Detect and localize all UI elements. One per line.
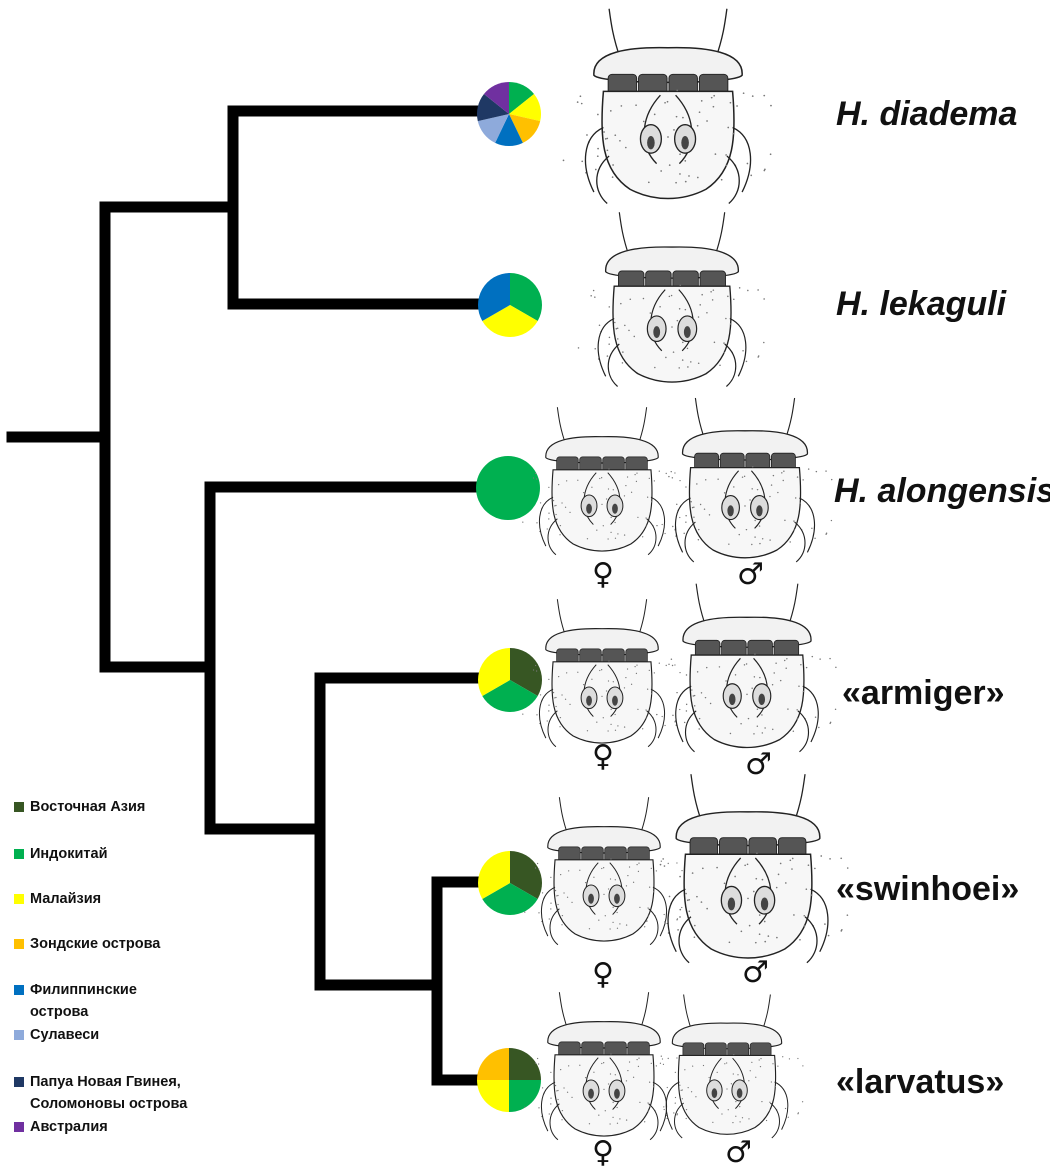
legend-swatch [14,802,24,812]
specimen-drawing [646,774,849,963]
female-symbol: ♀ [592,560,614,590]
specimen-drawings [522,9,848,1140]
legend-item-sunda-islands: Зондские острова [14,933,200,955]
distribution-pie [477,82,541,146]
pie-slice [476,456,540,520]
male-symbol: ♂ [737,560,764,590]
legend-label: Зондские острова [30,933,200,955]
distribution-pie [477,1048,541,1112]
legend-swatch [14,1122,24,1132]
specimen-drawing [522,407,681,555]
legend-label: Филиппинские острова [30,979,170,1023]
legend-item-papua: Папуа Новая Гвинея, Соломоновы острова [14,1071,230,1115]
taxon-label-diadema: H. diadema [836,95,1017,134]
specimen-drawing [563,9,772,204]
distribution-pies [476,82,542,1112]
legend-swatch [14,1077,24,1087]
distribution-pie [478,851,542,915]
taxon-label-larvatus: «larvatus» [836,1063,1004,1102]
legend-item-indochina: Индокитай [14,843,200,865]
legend-item-east-asia: Восточная Азия [14,796,200,818]
male-symbol: ♂ [725,1138,752,1167]
female-symbol: ♀ [592,960,614,990]
legend-item-sulawesi: Сулавеси [14,1024,200,1046]
distribution-pie [476,456,540,520]
male-symbol: ♂ [742,958,769,988]
legend-swatch [14,939,24,949]
specimen-drawing [524,992,683,1140]
legend-item-australia: Австралия [14,1116,200,1138]
female-symbol: ♀ [592,742,614,772]
legend-swatch [14,985,24,995]
legend-label: Малайзия [30,888,200,910]
taxon-label-swinhoei: «swinhoei» [836,870,1019,909]
legend-swatch [14,894,24,904]
specimen-drawing [578,212,765,386]
pie-slice [477,1048,509,1080]
legend-label: Сулавеси [30,1024,200,1046]
taxon-label-alongensis: H. alongensis [834,472,1050,511]
legend-swatch [14,849,24,859]
taxon-label-armiger: «armiger» [842,674,1005,713]
legend-label: Папуа Новая Гвинея, Соломоновы острова [30,1071,230,1115]
specimen-drawing [522,599,681,747]
legend-label: Восточная Азия [30,796,200,818]
specimen-drawing [524,797,683,945]
legend-item-philippines: Филиппинские острова [14,979,170,1023]
pie-slice [509,1048,541,1080]
legend-label: Австралия [30,1116,200,1138]
pie-slice [477,1080,509,1112]
legend-label: Индокитай [30,843,200,865]
male-symbol: ♂ [745,750,772,780]
legend-item-malaysia: Малайзия [14,888,200,910]
specimen-drawing [649,995,803,1139]
distribution-pie [478,648,542,712]
taxon-label-lekaguli: H. lekaguli [836,285,1006,324]
female-symbol: ♀ [592,1138,614,1167]
specimen-drawing [656,398,832,562]
legend-swatch [14,1030,24,1040]
specimen-drawing [656,584,837,752]
distribution-pie [478,273,542,337]
